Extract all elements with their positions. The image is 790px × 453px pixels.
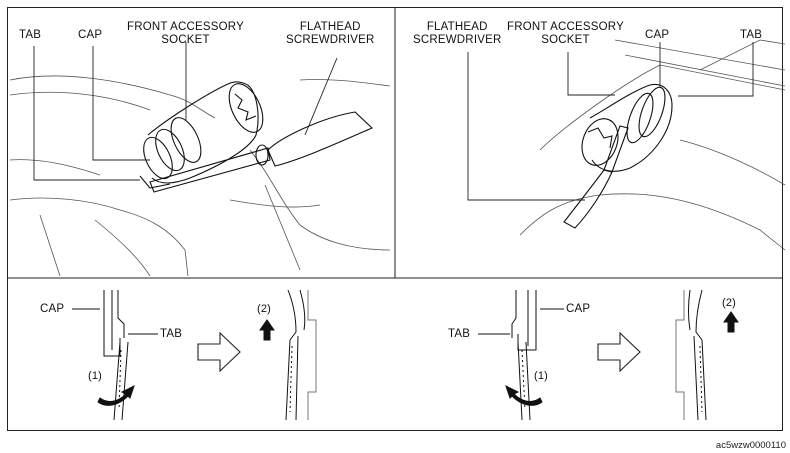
left-callout-lines xyxy=(33,42,338,181)
figure-code: ac5wzw0000110 xyxy=(715,440,786,451)
detail-2-up-arrow xyxy=(259,319,275,341)
right-driver-label-line1: FLATHEAD xyxy=(426,21,488,33)
detail-1-tab-label: TAB xyxy=(160,328,183,340)
right-tab-label: TAB xyxy=(740,29,763,41)
detail-4-up-arrow xyxy=(723,311,739,333)
detail-1-step-label: (1) xyxy=(88,370,103,382)
detail-3-step-label: (1) xyxy=(534,370,549,382)
right-socket-label-line1: FRONT ACCESSORY xyxy=(507,21,624,33)
right-socket-label: FRONT ACCESSORY SOCKET xyxy=(507,21,624,47)
left-socket-label-line1: FRONT ACCESSORY xyxy=(127,21,244,33)
left-screwdriver xyxy=(149,147,271,193)
left-socket-label: FRONT ACCESSORY SOCKET xyxy=(127,21,244,47)
left-background-panel xyxy=(9,75,391,277)
detail-1-cap-label: CAP xyxy=(40,303,65,315)
detail-3 xyxy=(478,290,564,421)
detail-3-cap-label: CAP xyxy=(566,303,591,315)
detail-3-rotate-arrow xyxy=(505,385,543,406)
detail-2 xyxy=(259,289,317,421)
left-socket-illustration xyxy=(139,81,373,193)
right-callout-lines xyxy=(467,42,754,201)
detail-3-transition-arrow xyxy=(597,331,641,373)
left-driver-label-line2: SCREWDRIVER xyxy=(286,34,375,46)
detail-1 xyxy=(72,290,158,421)
right-socket-illustration xyxy=(563,83,673,229)
left-driver-label: FLATHEAD SCREWDRIVER xyxy=(286,21,374,47)
detail-2-step-label: (2) xyxy=(257,303,272,315)
right-driver-label-line2: SCREWDRIVER xyxy=(413,34,502,46)
detail-1-transition-arrow xyxy=(197,331,241,373)
detail-1-rotate-arrow xyxy=(97,385,135,406)
right-socket-label-line2: SOCKET xyxy=(541,34,590,46)
right-cap-label: CAP xyxy=(645,29,670,41)
detail-4-step-label: (2) xyxy=(722,297,737,309)
left-driver-label-line1: FLATHEAD xyxy=(299,21,361,33)
right-background-panel xyxy=(519,39,786,251)
detail-4 xyxy=(675,289,739,421)
left-cap-label: CAP xyxy=(78,29,103,41)
detail-3-tab-label: TAB xyxy=(448,328,471,340)
left-tab-label: TAB xyxy=(19,29,42,41)
right-driver-label: FLATHEAD SCREWDRIVER xyxy=(413,21,501,47)
left-socket-label-line2: SOCKET xyxy=(161,34,210,46)
